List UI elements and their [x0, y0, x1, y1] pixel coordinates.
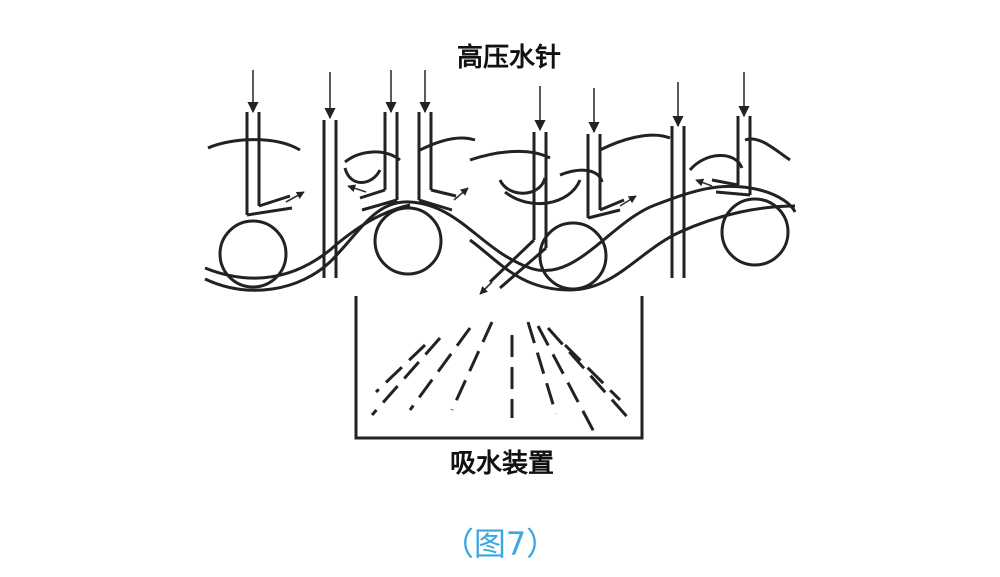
water-spray [370, 321, 632, 433]
figure-caption: （图7） [442, 525, 558, 563]
suction-tank [354, 296, 644, 440]
support-rollers [218, 197, 790, 291]
suction-device-label: 吸水装置 [450, 449, 554, 479]
roller-2 [373, 206, 443, 276]
water-jet-arrows [247, 70, 750, 134]
deflection-arrows [285, 178, 713, 295]
water-needles [245, 112, 752, 290]
roller-3 [538, 221, 608, 291]
high-pressure-needle-label: 高压水针 [457, 42, 561, 73]
roller-4 [720, 197, 790, 267]
fiber-web [204, 133, 797, 292]
roller-1 [218, 219, 288, 289]
